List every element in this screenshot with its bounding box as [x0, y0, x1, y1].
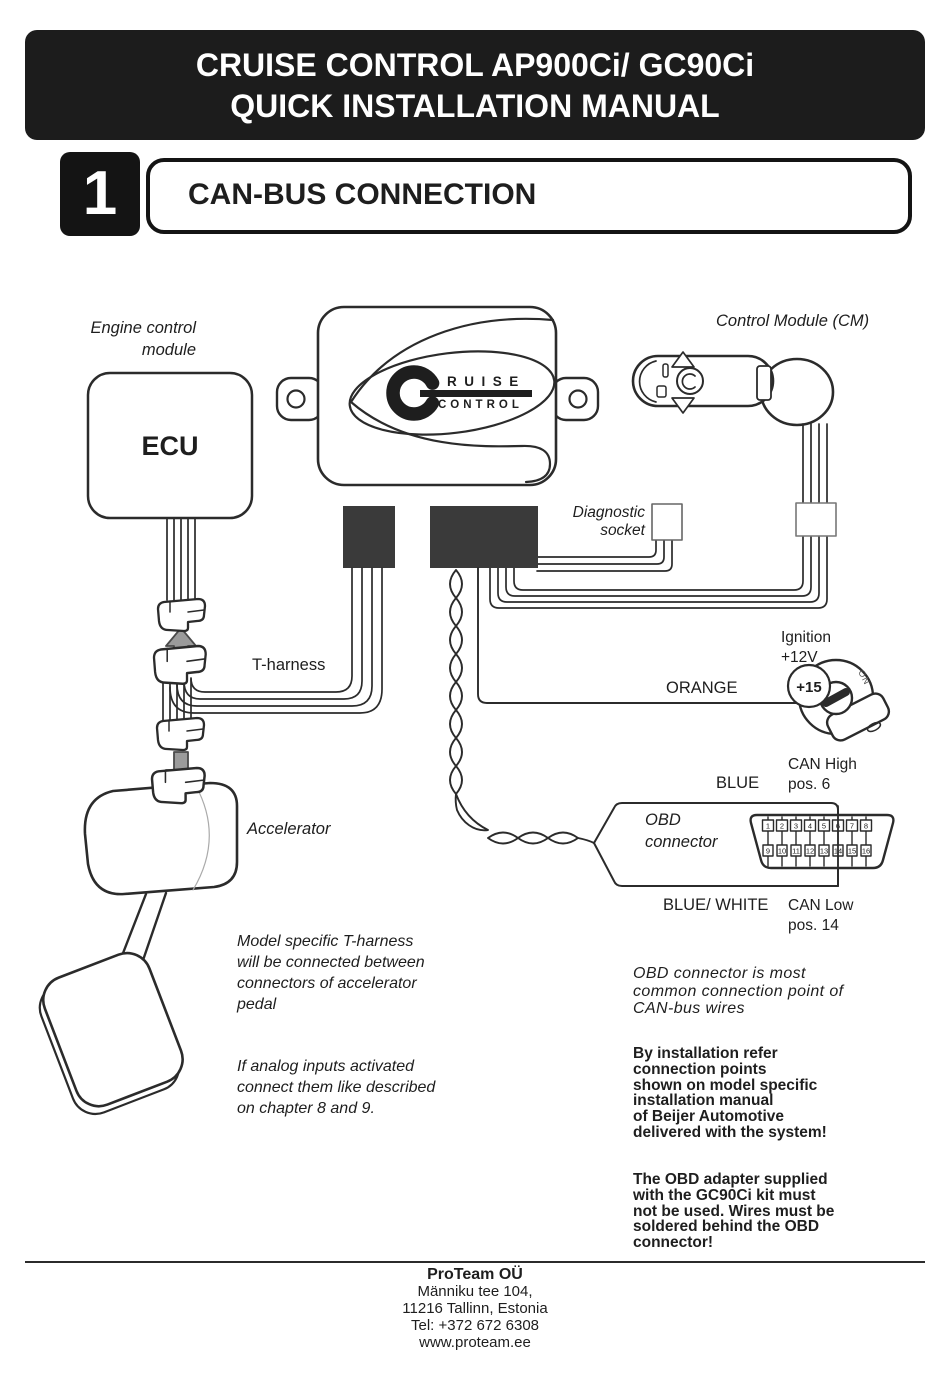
- svg-text:13: 13: [820, 847, 828, 856]
- cm-wires: [489, 423, 828, 609]
- diagnostic-wires: [536, 539, 673, 572]
- ecu-label: ECU: [141, 431, 198, 461]
- harness-plug-c: [155, 716, 206, 752]
- t-harness-note: Model specific T-harness will be connect…: [237, 933, 425, 1013]
- ecu-box: [86, 371, 254, 520]
- logo-oval: [348, 350, 556, 436]
- blue-wire-label: BLUE: [716, 774, 759, 792]
- svg-text:10: 10: [778, 847, 786, 856]
- mount-hole-right: [568, 389, 588, 409]
- t-harness-wires: [162, 567, 383, 721]
- svg-text:5: 5: [822, 822, 826, 831]
- footer-website: www.proteam.ee: [419, 1334, 531, 1351]
- obd-connector-label-line1: OBD: [645, 811, 681, 829]
- svg-text:4: 4: [808, 822, 812, 831]
- diagnostic-socket-label-line1: Diagnostic: [573, 504, 646, 521]
- section-number-badge: 1: [60, 152, 140, 236]
- svg-text:15: 15: [848, 847, 856, 856]
- svg-text:1: 1: [766, 822, 770, 831]
- logo-c-icon: [386, 365, 442, 421]
- logo-text-control: CONTROL: [438, 399, 523, 411]
- accelerator-label: Accelerator: [246, 820, 332, 838]
- can-twisted-pair: [449, 569, 595, 845]
- key-slot: [822, 688, 850, 707]
- cm-connector: [795, 502, 837, 537]
- engine-module-label-line1: Engine control: [91, 319, 198, 337]
- control-module-label: Control Module (CM): [716, 312, 869, 330]
- terminal-15-badge: [786, 663, 832, 709]
- logo-text-ruise: RUISE: [447, 374, 526, 389]
- cruise-control-unit: RUISE CONTROL: [275, 305, 600, 487]
- blue-white-wire: [593, 842, 839, 887]
- mount-tab-right: [550, 376, 600, 422]
- blue-white-wire-label: BLUE/ WHITE: [663, 896, 768, 914]
- ignition-label-line2: +12V: [781, 649, 818, 666]
- unit-connector-small: [343, 506, 395, 568]
- stalk-button-lower: [656, 385, 667, 398]
- ecu-wires: [166, 517, 196, 601]
- svg-text:2: 2: [780, 822, 784, 831]
- svg-text:9: 9: [766, 847, 770, 856]
- logo-bar: [420, 390, 532, 397]
- unit-swoosh-bottom: [349, 400, 552, 484]
- footer-divider: [25, 1261, 925, 1263]
- pedal-body: [83, 781, 239, 896]
- manual-title-banner: CRUISE CONTROL AP900Ci/ GC90Ci QUICK INS…: [25, 30, 925, 140]
- unit-connector-main: [430, 506, 538, 568]
- can-low-label-line1: CAN Low: [788, 897, 854, 914]
- footer: ProTeam OÜ Männiku tee 104, 11216 Tallin…: [0, 1266, 950, 1351]
- cruise-control-logo: RUISE CONTROL: [386, 365, 532, 421]
- mount-hole-left: [286, 389, 306, 409]
- orange-wire-label: ORANGE: [666, 679, 738, 697]
- key-head-hole: [866, 721, 882, 733]
- svg-text:16: 16: [862, 847, 870, 856]
- manual-title-line1: CRUISE CONTROL AP900Ci/ GC90Ci: [195, 47, 755, 83]
- ignition-switch-icon: ON +15: [786, 658, 891, 742]
- obd-connector-label-line2: connector: [645, 833, 719, 851]
- control-module-stalk: [631, 351, 835, 427]
- engine-module-label-line2: module: [142, 341, 196, 359]
- can-low-label-line2: pos. 14: [788, 917, 839, 934]
- up-arrow-icon: [671, 351, 695, 368]
- diagnostic-socket-label-line2: socket: [600, 522, 645, 539]
- accelerator-pedal: [38, 781, 239, 1116]
- section-title: CAN-BUS CONNECTION: [146, 158, 912, 234]
- stalk-dial-icon: [676, 367, 704, 395]
- installation-manual-note: By installation refer connection points …: [633, 1045, 827, 1141]
- harness-plug-b: [152, 644, 207, 685]
- obd-adapter-warning-note: The OBD adapter supplied with the GC90Ci…: [633, 1171, 835, 1252]
- footer-address-line1: Männiku tee 104,: [417, 1283, 533, 1300]
- svg-text:7: 7: [850, 822, 854, 831]
- obd-pins: [761, 819, 873, 857]
- harness-plug-a: [156, 597, 207, 633]
- analog-inputs-note: If analog inputs activated connect them …: [237, 1058, 436, 1117]
- orange-wire: [477, 567, 799, 704]
- down-arrow-icon: [671, 397, 695, 414]
- pedal-body-shade-line: [192, 785, 210, 891]
- manual-title-line2: QUICK INSTALLATION MANUAL: [230, 88, 720, 124]
- mount-tab-left: [275, 376, 325, 422]
- ignition-label-line1: Ignition: [781, 629, 831, 646]
- footer-phone: Tel: +372 672 6308: [410, 1317, 540, 1334]
- pedal-pad: [38, 951, 184, 1116]
- harness-plug-d: [150, 766, 206, 805]
- t-harness-label: T-harness: [252, 656, 325, 674]
- stalk-tip-line: [638, 360, 657, 403]
- obd-common-point-note: OBD connector is most common connection …: [633, 965, 844, 1017]
- terminal-15-label: +15: [796, 679, 821, 696]
- can-high-label-line1: CAN High: [788, 756, 857, 773]
- footer-company: ProTeam OÜ: [427, 1266, 523, 1283]
- diagnostic-socket: [651, 503, 683, 541]
- can-high-label-line2: pos. 6: [788, 776, 830, 793]
- stalk-neck-joint: [756, 365, 772, 401]
- svg-text:11: 11: [792, 847, 800, 856]
- stalk-dial-inner: [681, 373, 696, 390]
- stalk-button-upper: [662, 363, 669, 378]
- svg-text:12: 12: [806, 847, 814, 856]
- svg-text:8: 8: [864, 822, 868, 831]
- svg-text:3: 3: [794, 822, 798, 831]
- footer-address-line2: 11216 Tallinn, Estonia: [402, 1300, 548, 1317]
